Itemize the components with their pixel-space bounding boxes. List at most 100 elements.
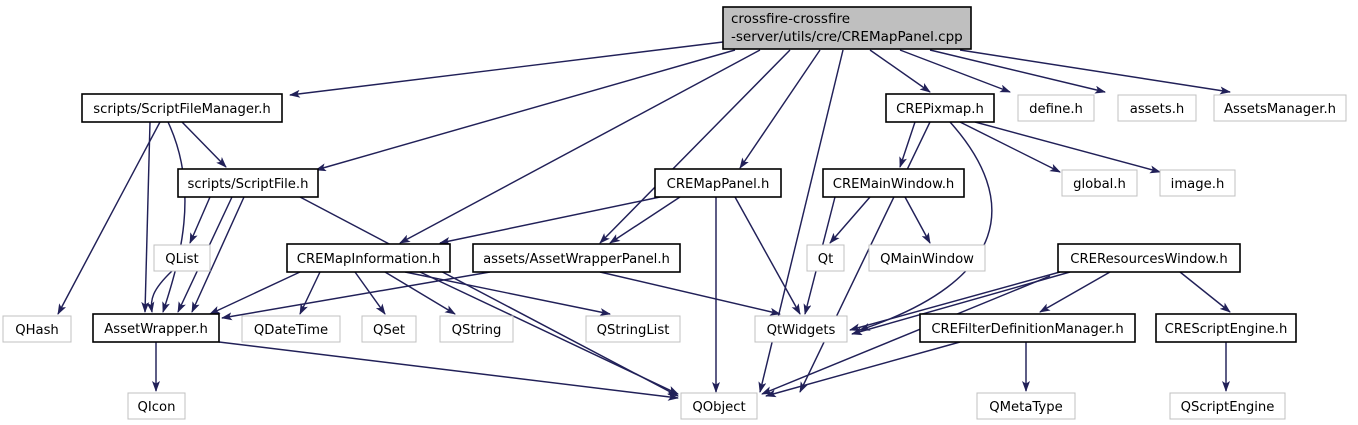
node-qdatetime[interactable]: QDateTime bbox=[241, 315, 341, 343]
edge-scriptfilemgr-to-assetwrapper2 bbox=[162, 121, 186, 313]
node-image[interactable]: image.h bbox=[1159, 169, 1236, 197]
node-label-qscriptengine: QScriptEngine bbox=[1181, 400, 1275, 415]
edge-cremainwindow-to-qmainwindow bbox=[904, 196, 931, 244]
node-box-qdatetime bbox=[241, 315, 341, 343]
edge-cremappanel-to-cremapinfo bbox=[439, 196, 661, 245]
node-box-assetsmanager bbox=[1213, 94, 1347, 122]
edge-root-to-cremapinfo bbox=[399, 49, 761, 244]
edge-layer bbox=[57, 41, 1231, 401]
node-scriptfile[interactable]: scripts/ScriptFile.h bbox=[177, 168, 319, 198]
node-qmetatype[interactable]: QMetaType bbox=[976, 392, 1076, 420]
node-qscriptengine[interactable]: QScriptEngine bbox=[1169, 392, 1286, 420]
edge-scriptfile-to-assetwrapper bbox=[191, 196, 245, 313]
node-qhash[interactable]: QHash bbox=[2, 315, 72, 343]
edge-creresources-to-qtwidgets bbox=[849, 271, 1061, 332]
edge-cremapinfo-to-qdatetime bbox=[299, 271, 321, 315]
node-label-crescriptengine: CREScriptEngine.h bbox=[1165, 322, 1288, 337]
edge-scriptfilemgr-to-assetwrapper bbox=[141, 121, 151, 313]
node-qtwidgets[interactable]: QtWidgets bbox=[754, 315, 848, 343]
node-label-assetsmanager: AssetsManager.h bbox=[1224, 102, 1336, 117]
node-scriptfilemgr[interactable]: scripts/ScriptFileManager.h bbox=[81, 93, 283, 123]
node-label-qicon: QIcon bbox=[138, 400, 176, 415]
node-label-global: global.h bbox=[1073, 177, 1126, 192]
node-box-qstring bbox=[439, 315, 514, 343]
node-assetwrapperpnl[interactable]: assets/AssetWrapperPanel.h bbox=[472, 243, 681, 273]
node-label-qdatetime: QDateTime bbox=[254, 323, 328, 338]
node-qicon[interactable]: QIcon bbox=[127, 392, 186, 420]
node-box-qlist bbox=[153, 244, 211, 272]
node-box-cremainwindow bbox=[822, 168, 965, 198]
node-box-assetwrapperpnl bbox=[472, 243, 681, 273]
edge-crepixmap-to-image bbox=[974, 121, 1161, 174]
node-box-qscriptengine bbox=[1169, 392, 1286, 420]
node-assetwrapper[interactable]: AssetWrapper.h bbox=[92, 313, 220, 343]
node-box-qmainwindow bbox=[868, 244, 986, 272]
node-label-cremapinfo: CREMapInformation.h bbox=[297, 252, 440, 267]
edge-crepixmap-to-qtwidgets bbox=[859, 121, 993, 331]
edge-cremainwindow-to-qt bbox=[829, 196, 871, 244]
node-qlist[interactable]: QList bbox=[153, 244, 211, 272]
edge-scriptfilemgr-to-qhash bbox=[57, 121, 161, 315]
node-crescriptengine[interactable]: CREScriptEngine.h bbox=[1155, 313, 1297, 343]
node-label-qstring: QString bbox=[452, 323, 502, 338]
node-box-scriptfile bbox=[177, 168, 319, 198]
edge-creresources-to-crefilterdef bbox=[1039, 271, 1111, 313]
edge-cremappanel-to-qtwidgets bbox=[734, 196, 801, 315]
edge-cremapinfo-to-qstring bbox=[384, 271, 456, 315]
edge-scriptfile-to-qlist bbox=[189, 196, 211, 244]
node-box-assetwrapper bbox=[92, 313, 220, 343]
node-cremainwindow[interactable]: CREMainWindow.h bbox=[822, 168, 965, 198]
edge-qlist-to-assetwrapper bbox=[146, 270, 173, 313]
node-assets[interactable]: assets.h bbox=[1117, 94, 1197, 122]
node-crepixmap[interactable]: CREPixmap.h bbox=[885, 93, 995, 123]
node-box-global bbox=[1061, 169, 1138, 197]
node-box-crefilterdef bbox=[919, 313, 1136, 343]
node-label-qobject: QObject bbox=[692, 400, 745, 415]
node-assetsmanager[interactable]: AssetsManager.h bbox=[1213, 94, 1347, 122]
edge-creresources-to-crescriptengine bbox=[1179, 271, 1231, 313]
node-root[interactable]: crossfire-crossfire-server/utils/cre/CRE… bbox=[722, 6, 972, 50]
node-label-scriptfilemgr: scripts/ScriptFileManager.h bbox=[93, 102, 271, 117]
node-box-crescriptengine bbox=[1155, 313, 1297, 343]
node-qstringlist[interactable]: QStringList bbox=[585, 315, 681, 343]
node-box-define bbox=[1017, 94, 1095, 122]
edge-root-to-assets bbox=[929, 49, 1106, 94]
node-layer: crossfire-crossfire-server/utils/cre/CRE… bbox=[2, 6, 1347, 420]
node-global[interactable]: global.h bbox=[1061, 169, 1138, 197]
edge-scriptfile-to-qobject bbox=[299, 196, 679, 397]
node-qt[interactable]: Qt bbox=[806, 244, 845, 272]
node-label-qt: Qt bbox=[818, 252, 834, 267]
node-label-qhash: QHash bbox=[15, 323, 59, 338]
edge-root-to-assetwrapperpnl bbox=[599, 49, 791, 244]
node-cremappanel[interactable]: CREMapPanel.h bbox=[654, 168, 782, 198]
node-box-image bbox=[1159, 169, 1236, 197]
node-label-scriptfile: scripts/ScriptFile.h bbox=[188, 177, 309, 192]
edge-root-to-crepixmap bbox=[869, 49, 931, 93]
node-label-image: image.h bbox=[1171, 177, 1225, 192]
node-box-root bbox=[722, 6, 972, 50]
edge-root-to-scriptfilemgr bbox=[289, 41, 724, 98]
node-box-assets bbox=[1117, 94, 1197, 122]
node-label-qstringlist: QStringList bbox=[597, 323, 670, 338]
edge-crepixmap-to-cremainwindow bbox=[899, 121, 916, 168]
edge-assetwrapper-to-qobject bbox=[218, 341, 679, 401]
node-box-qicon bbox=[127, 392, 186, 420]
node-label-crepixmap: CREPixmap.h bbox=[896, 102, 984, 117]
edge-root-to-assetsmanager bbox=[959, 49, 1231, 95]
node-define[interactable]: define.h bbox=[1017, 94, 1095, 122]
node-qset[interactable]: QSet bbox=[361, 315, 417, 343]
edge-assetwrapperpnl-to-assetwrapper bbox=[221, 271, 491, 321]
node-box-qt bbox=[806, 244, 845, 272]
edge-cremapinfo-to-assetwrapper bbox=[209, 271, 301, 315]
node-qstring[interactable]: QString bbox=[439, 315, 514, 343]
node-qmainwindow[interactable]: QMainWindow bbox=[868, 244, 986, 272]
node-qobject[interactable]: QObject bbox=[680, 392, 758, 420]
node-cremapinfo[interactable]: CREMapInformation.h bbox=[286, 243, 451, 273]
node-box-scriptfilemgr bbox=[81, 93, 283, 123]
node-creresources[interactable]: CREResourcesWindow.h bbox=[1057, 243, 1241, 273]
node-label-qlist: QList bbox=[165, 252, 198, 267]
node-label-qmetatype: QMetaType bbox=[989, 400, 1062, 415]
edge-assetwrapperpnl-to-qtwidgets bbox=[599, 271, 781, 316]
node-crefilterdef[interactable]: CREFilterDefinitionManager.h bbox=[919, 313, 1136, 343]
